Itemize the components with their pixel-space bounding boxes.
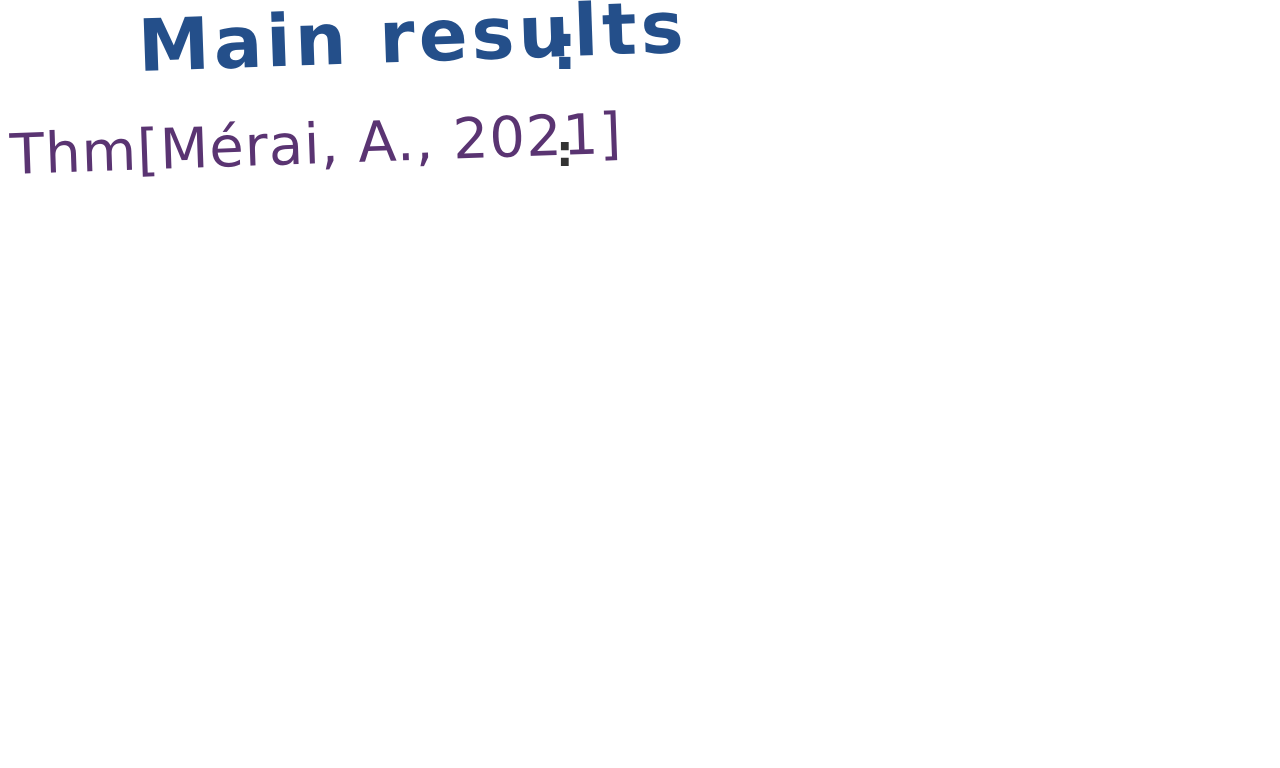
theorem-colon: :: [556, 126, 574, 177]
theorem-label: Thm[Mérai, A., 2021]: [8, 101, 624, 188]
slide-title: Main results: [136, 0, 689, 88]
title-colon: :: [552, 11, 578, 85]
